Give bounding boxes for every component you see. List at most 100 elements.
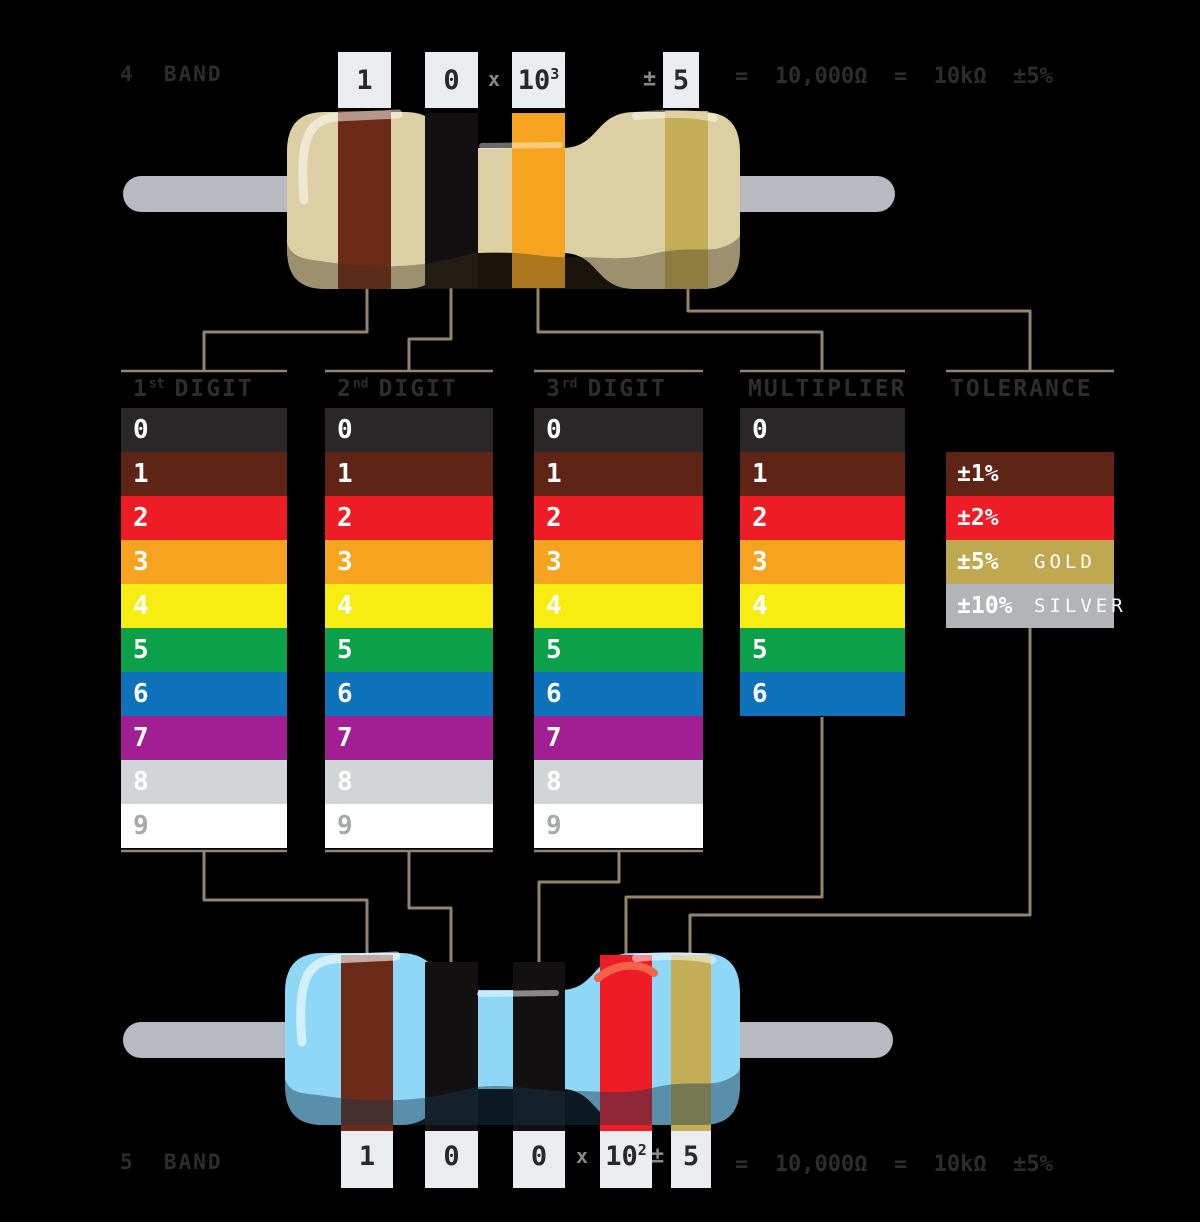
column-header-multiplier: MULTIPLIER: [748, 376, 907, 402]
bottom-digit1-value: 1: [358, 1141, 376, 1172]
connector-orange-to-multiplier: [536, 282, 824, 371]
multiply-sign: x: [488, 66, 501, 91]
row-value-label: 4: [752, 591, 768, 621]
row-value-label: ±5%: [957, 549, 999, 575]
top-tolerance-value: 5: [672, 64, 690, 96]
four-band-equation: = 10,000Ω = 10kΩ ±5%: [735, 64, 1053, 89]
column-header-tolerance: TOLERANCE: [950, 376, 1093, 402]
header-num: 3: [546, 376, 562, 402]
row-value-label: 1: [546, 459, 562, 489]
row-value-label: 6: [546, 679, 562, 709]
band-3-black: [513, 962, 565, 1131]
top-digit1-value: 1: [356, 64, 373, 96]
body-highlight: [298, 109, 403, 205]
row-value-label: 7: [546, 723, 562, 753]
color-row-6: 6: [121, 672, 287, 716]
connector-digit2-to-black: [407, 851, 453, 962]
row-value-label: 0: [133, 415, 149, 445]
row-value-label: 5: [133, 635, 149, 665]
color-row-6: 6: [534, 672, 703, 716]
row-value-label: 8: [337, 767, 353, 797]
mult-exponent: 3: [550, 64, 560, 83]
tolerance-row-±5%: ±5%GOLD: [946, 540, 1114, 584]
color-row-2: 2: [325, 496, 493, 540]
lead-wire: [123, 176, 895, 212]
color-row-8: 8: [121, 760, 287, 804]
red-band-highlight: [594, 961, 658, 982]
mult-base: 10: [605, 1141, 638, 1172]
body-highlight-waist: [479, 142, 563, 149]
row-value-label: 4: [337, 591, 353, 621]
header-num: 2: [337, 376, 353, 402]
label-box-top-multiplier: x 103: [488, 52, 565, 108]
tolerance-material-label: SILVER: [1034, 595, 1127, 617]
row-value-label: 7: [133, 723, 149, 753]
color-row-9: 9: [121, 804, 287, 848]
band-5-gold: [671, 955, 711, 1131]
color-row-2: 2: [740, 496, 905, 540]
color-row-5: 5: [121, 628, 287, 672]
body-highlight: [296, 951, 401, 1047]
band-1-brown: [341, 955, 393, 1131]
row-value-label: 6: [337, 679, 353, 709]
row-value-label: 2: [752, 503, 768, 533]
color-row-8: 8: [534, 760, 703, 804]
color-row-8: 8: [325, 760, 493, 804]
row-value-label: 1: [133, 459, 149, 489]
row-value-label: 1: [337, 459, 353, 489]
row-value-label: ±10%: [957, 593, 1013, 619]
row-value-label: ±1%: [957, 461, 999, 487]
row-value-label: 6: [133, 679, 149, 709]
header-ordinal: nd: [352, 376, 369, 392]
row-value-label: 0: [752, 415, 768, 445]
connector-digit3-to-black: [537, 851, 621, 962]
color-row-1: 1: [325, 452, 493, 496]
tolerance-column: ±1% ±2%±5%GOLD±10%SILVER: [946, 452, 1123, 628]
bottom-digit2-value: 0: [443, 1141, 460, 1172]
top-digit2-value: 0: [443, 64, 460, 96]
row-value-label: 3: [133, 547, 149, 577]
row-value-label: 9: [133, 811, 149, 841]
tolerance-row-±2%: ±2%: [946, 496, 1114, 540]
row-value-label: 2: [337, 503, 353, 533]
body-highlight-waist: [477, 990, 559, 997]
row-value-label: 8: [546, 767, 562, 797]
five-band-label: 5 BAND: [120, 1150, 223, 1174]
resistor-body-blue: [285, 953, 740, 1125]
row-value-label: 3: [546, 547, 562, 577]
row-value-label: 0: [337, 415, 353, 445]
tolerance-row-±10%: ±10%SILVER: [946, 584, 1123, 628]
color-row-0: 0: [740, 408, 905, 452]
row-value-label: 3: [337, 547, 353, 577]
header-num: 1: [133, 376, 149, 402]
row-value-label: 2: [133, 503, 149, 533]
label-box-bottom-digit3: 0: [513, 1125, 565, 1188]
color-row-4: 4: [534, 584, 703, 628]
color-row-6: 6: [325, 672, 493, 716]
color-row-7: 7: [534, 716, 703, 760]
resistor-body-tan: [287, 112, 740, 289]
row-value-label: 9: [546, 811, 562, 841]
row-value-label: 2: [546, 503, 562, 533]
color-row-7: 7: [121, 716, 287, 760]
label-box-bottom-digit1: 1: [341, 1125, 393, 1188]
tolerance-row-±1%: ±1%: [946, 452, 1114, 496]
color-row-1: 1: [534, 452, 703, 496]
multiply-sign: x: [576, 1143, 589, 1168]
row-value-label: 9: [337, 811, 353, 841]
body-shadow: [285, 1068, 740, 1125]
top-connectors: [202, 282, 1032, 371]
mult-base: 10: [517, 64, 551, 96]
color-row-5: 5: [534, 628, 703, 672]
color-row-0: 0: [534, 408, 703, 452]
row-value-label: 1: [752, 459, 768, 489]
color-row-5: 5: [740, 628, 905, 672]
row-value-label: 0: [546, 415, 562, 445]
color-row-3: 3: [534, 540, 703, 584]
row-value-label: 3: [752, 547, 768, 577]
label-box-bottom-tolerance: ± 5: [651, 1125, 711, 1188]
